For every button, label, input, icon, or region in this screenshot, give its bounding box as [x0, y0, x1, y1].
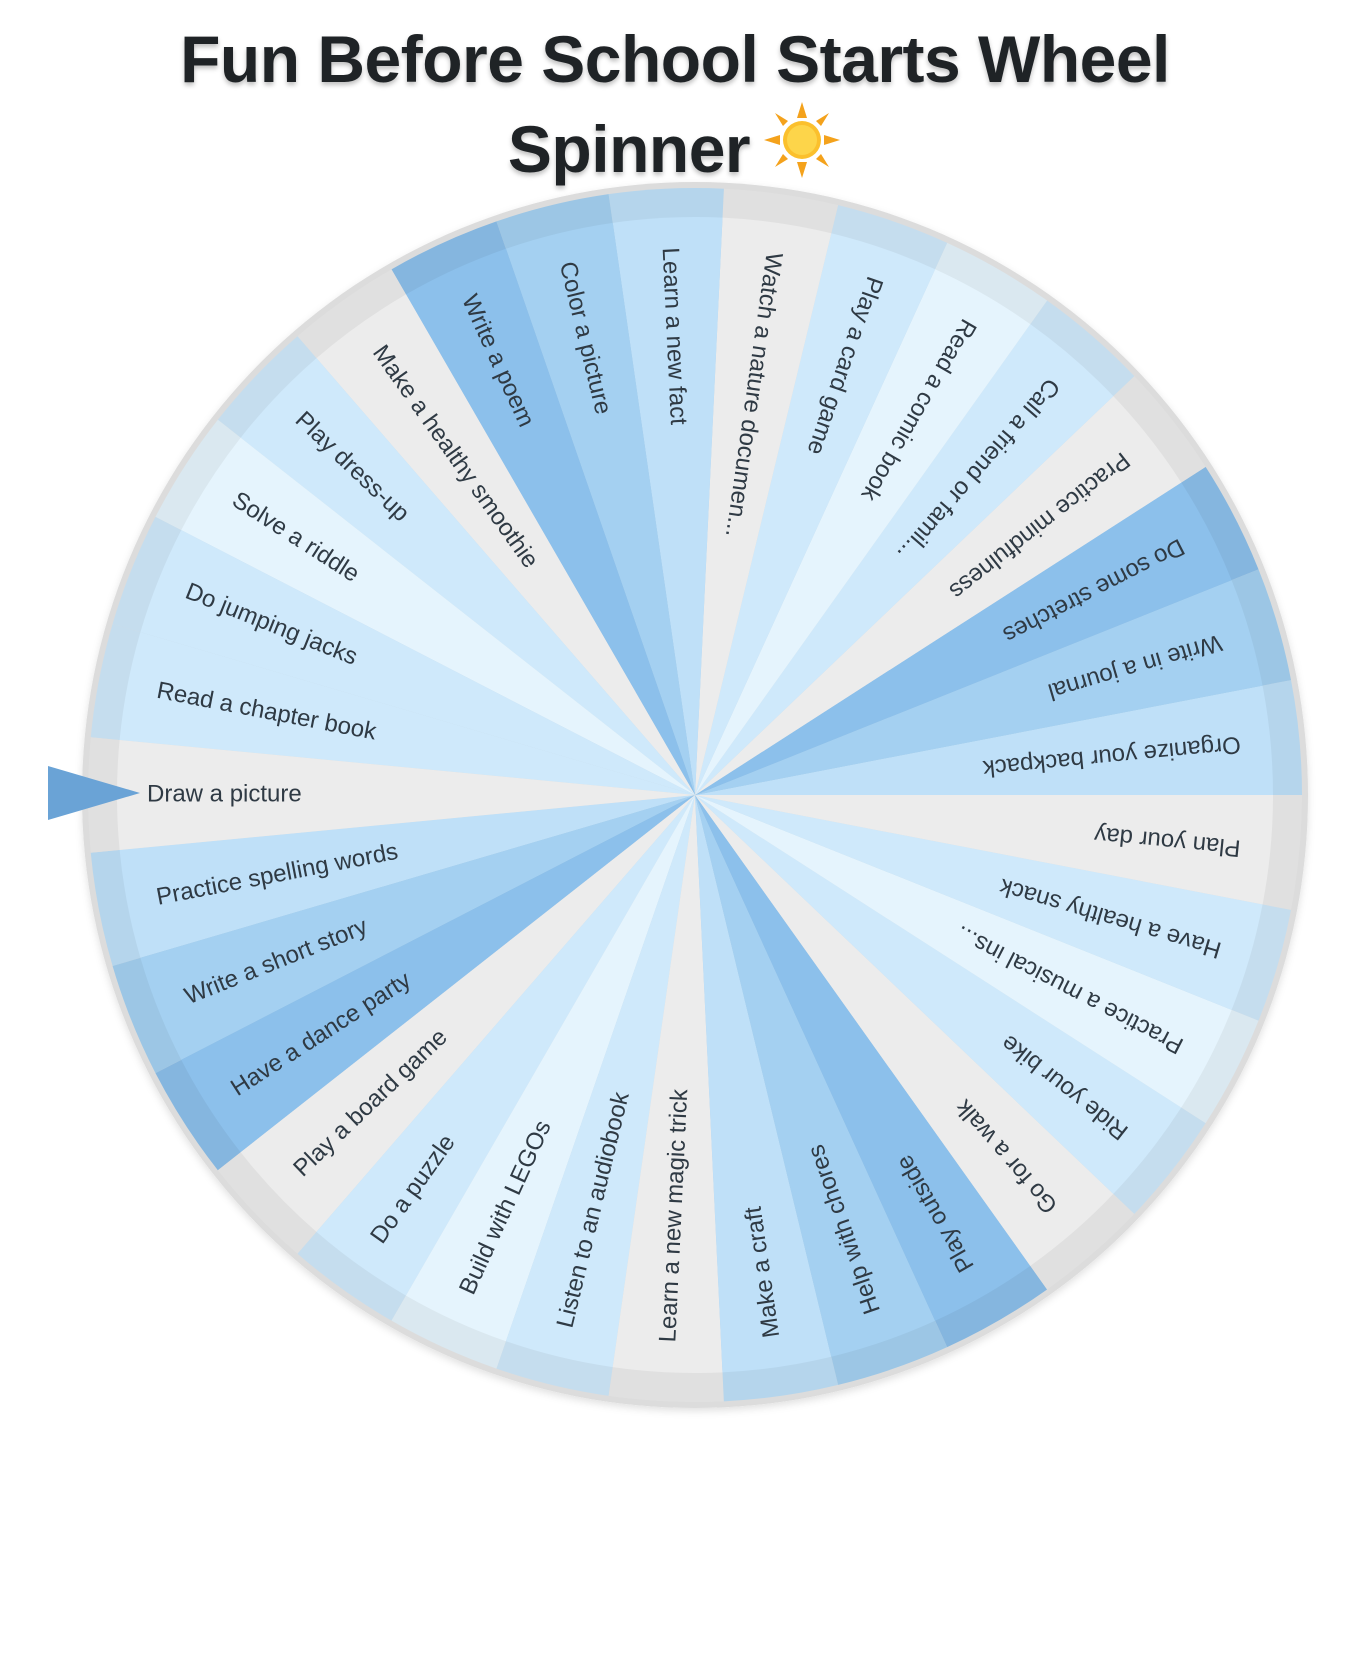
wheel-segment[interactable]: [695, 580, 1263, 795]
wheel-segment[interactable]: [406, 795, 695, 1342]
wheel-segment[interactable]: [612, 216, 723, 795]
wheel-segment[interactable]: [505, 795, 695, 1368]
wheel-segments: [88, 188, 1302, 1402]
wheel-segment[interactable]: [316, 795, 695, 1296]
wheel-segment[interactable]: [695, 795, 1263, 1010]
wheel-segment[interactable]: [119, 795, 695, 958]
title-second-line: Spinner: [507, 112, 751, 186]
wheel-segment[interactable]: [140, 530, 695, 795]
page-title-text: Fun Before School Starts Wheel: [180, 22, 1170, 96]
wheel-segment[interactable]: [117, 740, 695, 850]
wheel-segment[interactable]: [119, 632, 695, 795]
wheel-segment[interactable]: [695, 324, 1114, 795]
wheel-segment[interactable]: [695, 482, 1232, 795]
wheel-segment[interactable]: [240, 358, 695, 795]
wheel-segment[interactable]: [695, 795, 1182, 1194]
wheel-segment[interactable]: [695, 217, 832, 796]
wheel-segment[interactable]: [695, 685, 1273, 795]
wheel-segment[interactable]: [406, 248, 695, 795]
wheel-segment[interactable]: [695, 396, 1182, 795]
wheel-segment[interactable]: [505, 222, 695, 796]
wheel-segment[interactable]: [612, 795, 723, 1373]
triangle-pointer-icon: [48, 766, 140, 820]
wheel-segment[interactable]: [181, 795, 695, 1153]
wheel-segment[interactable]: [695, 795, 1273, 905]
wheel-segment[interactable]: [695, 795, 936, 1357]
wheel-segment[interactable]: [240, 795, 695, 1232]
wheel-segment[interactable]: [695, 795, 832, 1373]
wheel-segment[interactable]: [695, 269, 1031, 796]
sun-icon: [764, 102, 841, 178]
wheel-segment[interactable]: [695, 795, 1114, 1266]
wheel-segment[interactable]: [316, 294, 695, 795]
wheel-segment[interactable]: [695, 795, 1031, 1321]
wheel-segment[interactable]: [695, 233, 936, 795]
wheel-segment[interactable]: [181, 437, 695, 795]
wheel-segment-label: Draw a picture: [147, 780, 302, 807]
wheel-segment[interactable]: [695, 795, 1232, 1108]
wheel-segment[interactable]: [140, 795, 695, 1060]
